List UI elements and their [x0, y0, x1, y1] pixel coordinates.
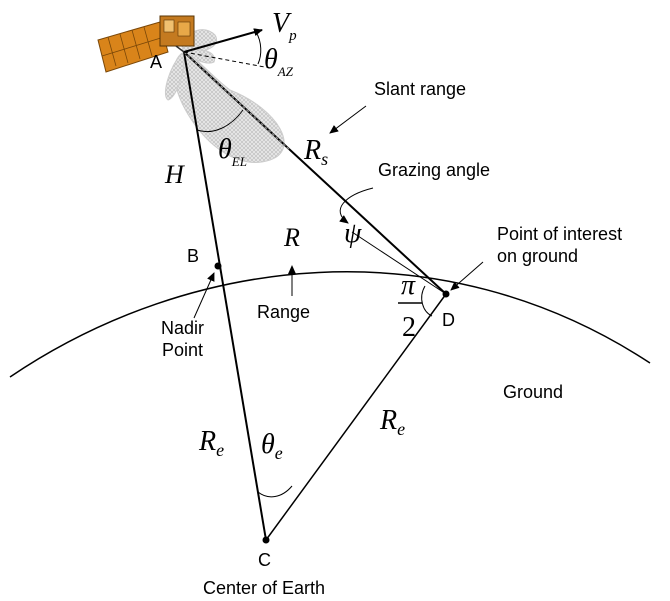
- center-angle-arc: [257, 485, 293, 498]
- rs-symbol: Rs: [303, 135, 328, 169]
- r-symbol: R: [283, 223, 300, 252]
- poi-label-line2: on ground: [497, 246, 578, 266]
- point-a-label: A: [150, 52, 162, 72]
- point-d-label: D: [442, 310, 455, 330]
- point-c-marker: [262, 536, 270, 544]
- center-of-earth-label: Center of Earth: [203, 578, 325, 598]
- range-label: Range: [257, 302, 310, 322]
- nadir-label-line2: Point: [162, 340, 203, 360]
- theta-e-symbol: θe: [261, 429, 283, 463]
- point-d-marker: [442, 290, 450, 298]
- point-c-label: C: [258, 550, 271, 570]
- velocity-symbol: Vp: [272, 8, 297, 44]
- azimuth-angle-arc: [255, 31, 262, 65]
- two-symbol: 2: [402, 312, 416, 343]
- line-a-c: [183, 51, 267, 541]
- point-b-marker: [214, 262, 222, 270]
- re-left-symbol: Re: [198, 426, 224, 460]
- line-c-d: [265, 293, 447, 541]
- pi-symbol: π: [401, 270, 416, 301]
- slant-range-arrow: [329, 105, 367, 134]
- right-angle-arc: [421, 285, 433, 317]
- theta-az-symbol: θAZ: [264, 44, 294, 79]
- theta-el-symbol: θEL: [218, 134, 247, 169]
- psi-symbol: ψ: [344, 218, 362, 249]
- poi-arrow: [450, 261, 484, 291]
- grazing-angle-tangent: [351, 231, 447, 295]
- poi-label-line1: Point of interest: [497, 224, 622, 244]
- re-right-symbol: Re: [379, 405, 405, 439]
- grazing-angle-arrow: [339, 187, 374, 224]
- nadir-label-line1: Nadir: [161, 318, 204, 338]
- slant-range-label: Slant range: [374, 79, 466, 99]
- line-a-d-slant: [183, 51, 447, 295]
- beam-center-dashed: [183, 51, 291, 151]
- point-b-label: B: [187, 246, 199, 266]
- satellite-icon: [97, 15, 195, 73]
- ground-label: Ground: [503, 382, 563, 402]
- azimuth-dashed-line: [183, 51, 271, 69]
- grazing-angle-label: Grazing angle: [378, 160, 490, 180]
- elevation-angle-arc: [196, 109, 244, 133]
- velocity-vector: [183, 28, 263, 53]
- h-symbol: H: [164, 160, 185, 189]
- ground-arc: [9, 271, 651, 378]
- nadir-arrow: [193, 272, 215, 319]
